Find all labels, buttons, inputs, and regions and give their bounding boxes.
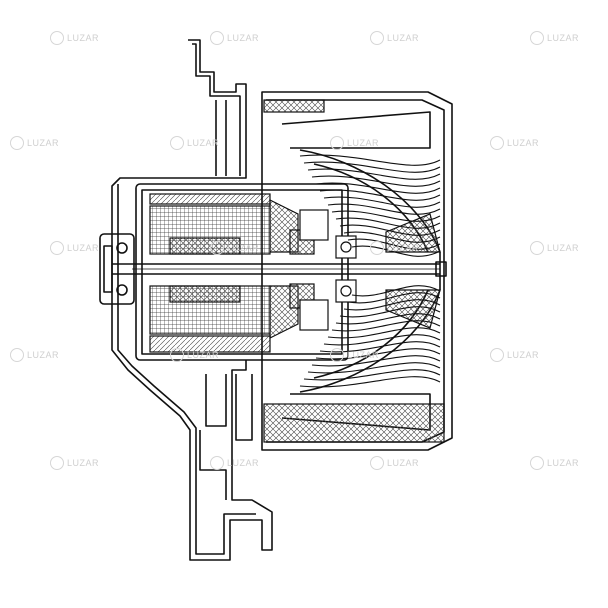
- watermark: LUZAR: [170, 136, 219, 150]
- motor-can: [135, 183, 349, 361]
- watermark: LUZAR: [210, 31, 259, 45]
- watermark-logo-icon: [10, 136, 24, 150]
- watermark: LUZAR: [330, 136, 379, 150]
- watermark: LUZAR: [50, 456, 99, 470]
- watermark-logo-icon: [370, 241, 384, 255]
- watermark-logo-icon: [170, 348, 184, 362]
- watermark: LUZAR: [50, 31, 99, 45]
- watermark-logo-icon: [530, 31, 544, 45]
- watermark: LUZAR: [330, 348, 379, 362]
- watermark-logo-icon: [490, 136, 504, 150]
- watermark: LUZAR: [50, 241, 99, 255]
- impeller-blade: [343, 299, 441, 311]
- impeller-outline: [261, 91, 453, 451]
- watermark: LUZAR: [170, 348, 219, 362]
- watermark-text: LUZAR: [547, 33, 580, 43]
- impeller-blade: [311, 175, 441, 187]
- watermark-text: LUZAR: [227, 243, 260, 253]
- watermark-text: LUZAR: [507, 138, 540, 148]
- housing-outline: [111, 39, 273, 561]
- impeller-blade: [303, 161, 441, 173]
- impeller-blade: [299, 154, 441, 166]
- watermark-logo-icon: [170, 136, 184, 150]
- end-cap: [99, 233, 135, 305]
- watermark-text: LUZAR: [67, 458, 100, 468]
- impeller-blade: [331, 320, 441, 332]
- watermark-logo-icon: [490, 348, 504, 362]
- impeller-blade: [315, 182, 441, 194]
- watermark-text: LUZAR: [27, 350, 60, 360]
- watermark-logo-icon: [10, 348, 24, 362]
- impeller-blade: [311, 355, 441, 367]
- watermark: LUZAR: [370, 241, 419, 255]
- impeller-blade: [327, 203, 441, 215]
- watermark-text: LUZAR: [67, 243, 100, 253]
- impeller-blade: [303, 369, 441, 381]
- watermark-text: LUZAR: [387, 33, 420, 43]
- impeller-blade: [299, 376, 441, 388]
- watermark: LUZAR: [10, 348, 59, 362]
- watermark-logo-icon: [370, 31, 384, 45]
- watermark-text: LUZAR: [187, 138, 220, 148]
- watermark-logo-icon: [50, 31, 64, 45]
- impeller-blade: [343, 231, 441, 243]
- watermark-logo-icon: [530, 456, 544, 470]
- watermark-logo-icon: [210, 31, 224, 45]
- impeller-blade: [335, 217, 441, 229]
- impeller-blade: [347, 292, 441, 304]
- watermark-text: LUZAR: [227, 33, 260, 43]
- impeller-blade: [351, 245, 441, 257]
- watermark-logo-icon: [330, 348, 344, 362]
- watermark-logo-icon: [370, 456, 384, 470]
- watermark-logo-icon: [530, 241, 544, 255]
- impeller-blade: [331, 210, 441, 222]
- watermark: LUZAR: [10, 136, 59, 150]
- watermark-text: LUZAR: [387, 243, 420, 253]
- watermark-text: LUZAR: [507, 350, 540, 360]
- impeller-blade: [323, 196, 441, 208]
- watermark: LUZAR: [370, 31, 419, 45]
- watermark-logo-icon: [210, 456, 224, 470]
- watermark-logo-icon: [50, 241, 64, 255]
- watermark-text: LUZAR: [547, 243, 580, 253]
- watermark-logo-icon: [50, 456, 64, 470]
- impeller-blade: [307, 362, 441, 374]
- watermark-text: LUZAR: [387, 458, 420, 468]
- impeller-blade: [335, 313, 441, 325]
- impeller-blade: [319, 189, 441, 201]
- watermark-text: LUZAR: [27, 138, 60, 148]
- impeller-blade: [327, 327, 441, 339]
- watermark-logo-icon: [330, 136, 344, 150]
- impeller-blade: [339, 224, 441, 236]
- watermark-text: LUZAR: [187, 350, 220, 360]
- watermark-text: LUZAR: [347, 138, 380, 148]
- impeller-blade: [351, 285, 441, 297]
- watermark: LUZAR: [210, 241, 259, 255]
- impeller-blade: [347, 238, 441, 250]
- watermark-text: LUZAR: [547, 458, 580, 468]
- impeller-blade: [339, 306, 441, 318]
- watermark-logo-icon: [210, 241, 224, 255]
- watermark: LUZAR: [490, 136, 539, 150]
- impeller-hub: [299, 149, 441, 393]
- watermark: LUZAR: [370, 456, 419, 470]
- watermark: LUZAR: [530, 456, 579, 470]
- impeller-blade: [307, 168, 441, 180]
- watermark: LUZAR: [210, 456, 259, 470]
- watermark-text: LUZAR: [227, 458, 260, 468]
- watermark: LUZAR: [530, 241, 579, 255]
- watermark-text: LUZAR: [347, 350, 380, 360]
- watermark: LUZAR: [530, 31, 579, 45]
- watermark-text: LUZAR: [67, 33, 100, 43]
- impeller-blade: [323, 334, 441, 346]
- watermark: LUZAR: [490, 348, 539, 362]
